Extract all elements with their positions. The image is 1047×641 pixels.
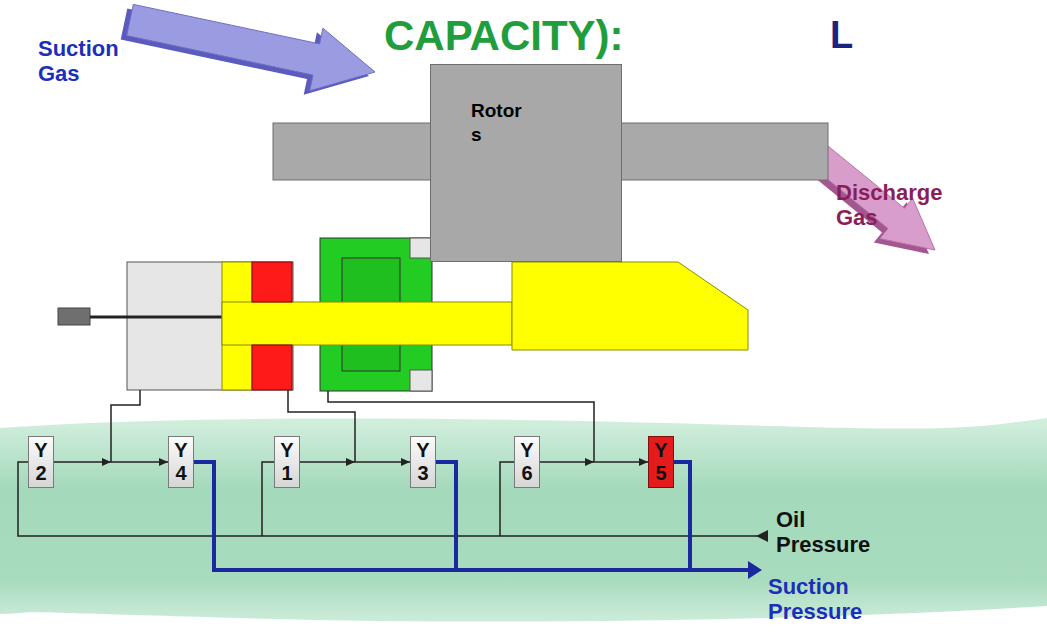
suction-pressure-line (674, 462, 690, 570)
piston-rod (90, 316, 222, 319)
valve-connector (540, 461, 648, 463)
solenoid-valve: Y 2 (28, 436, 54, 488)
flow-label: Oil Pressure (776, 507, 880, 558)
flow-label: Discharge Gas (836, 180, 952, 231)
flow-label: Suction Gas (38, 36, 130, 87)
arrow-head (748, 561, 762, 579)
rotor-body: Rotor s (430, 64, 622, 262)
slide-valve (512, 262, 748, 350)
valve-connector (300, 461, 410, 463)
rod-end (58, 308, 90, 325)
solenoid-valve: Y 5 (648, 436, 674, 488)
piston-seal (252, 345, 292, 390)
solenoid-valve: Y 3 (410, 436, 436, 488)
oil-line (111, 390, 140, 462)
valve-name: Y 5 (649, 439, 673, 485)
oil-line (328, 391, 594, 462)
valve-name: Y 3 (411, 439, 435, 485)
valve-name: Y 6 (515, 439, 539, 485)
slide-stop-seal (410, 370, 432, 391)
suction-pressure-line (436, 462, 456, 570)
slide-rod (222, 302, 512, 345)
slide-title: CAPACITY): (384, 12, 624, 60)
ground-band (0, 418, 1047, 622)
valve-connector (54, 461, 168, 463)
valve-name: Y 2 (29, 439, 53, 485)
part-name: Rotor s (471, 99, 529, 147)
slide-stop-seal (410, 238, 432, 258)
piston-seal (252, 262, 292, 302)
valve-name: Y 4 (169, 439, 193, 485)
suction-arrow (127, 4, 375, 90)
solenoid-valve: Y 6 (514, 436, 540, 488)
arrow-head (756, 530, 768, 542)
heading-fragment: L (830, 14, 870, 58)
valve-name: Y 1 (275, 439, 299, 485)
oil-pressure-line (500, 462, 514, 536)
flow-label: Suction Pressure (768, 574, 872, 625)
solenoid-valve: Y 4 (168, 436, 194, 488)
solenoid-valve: Y 1 (274, 436, 300, 488)
oil-pressure-line (262, 462, 274, 536)
